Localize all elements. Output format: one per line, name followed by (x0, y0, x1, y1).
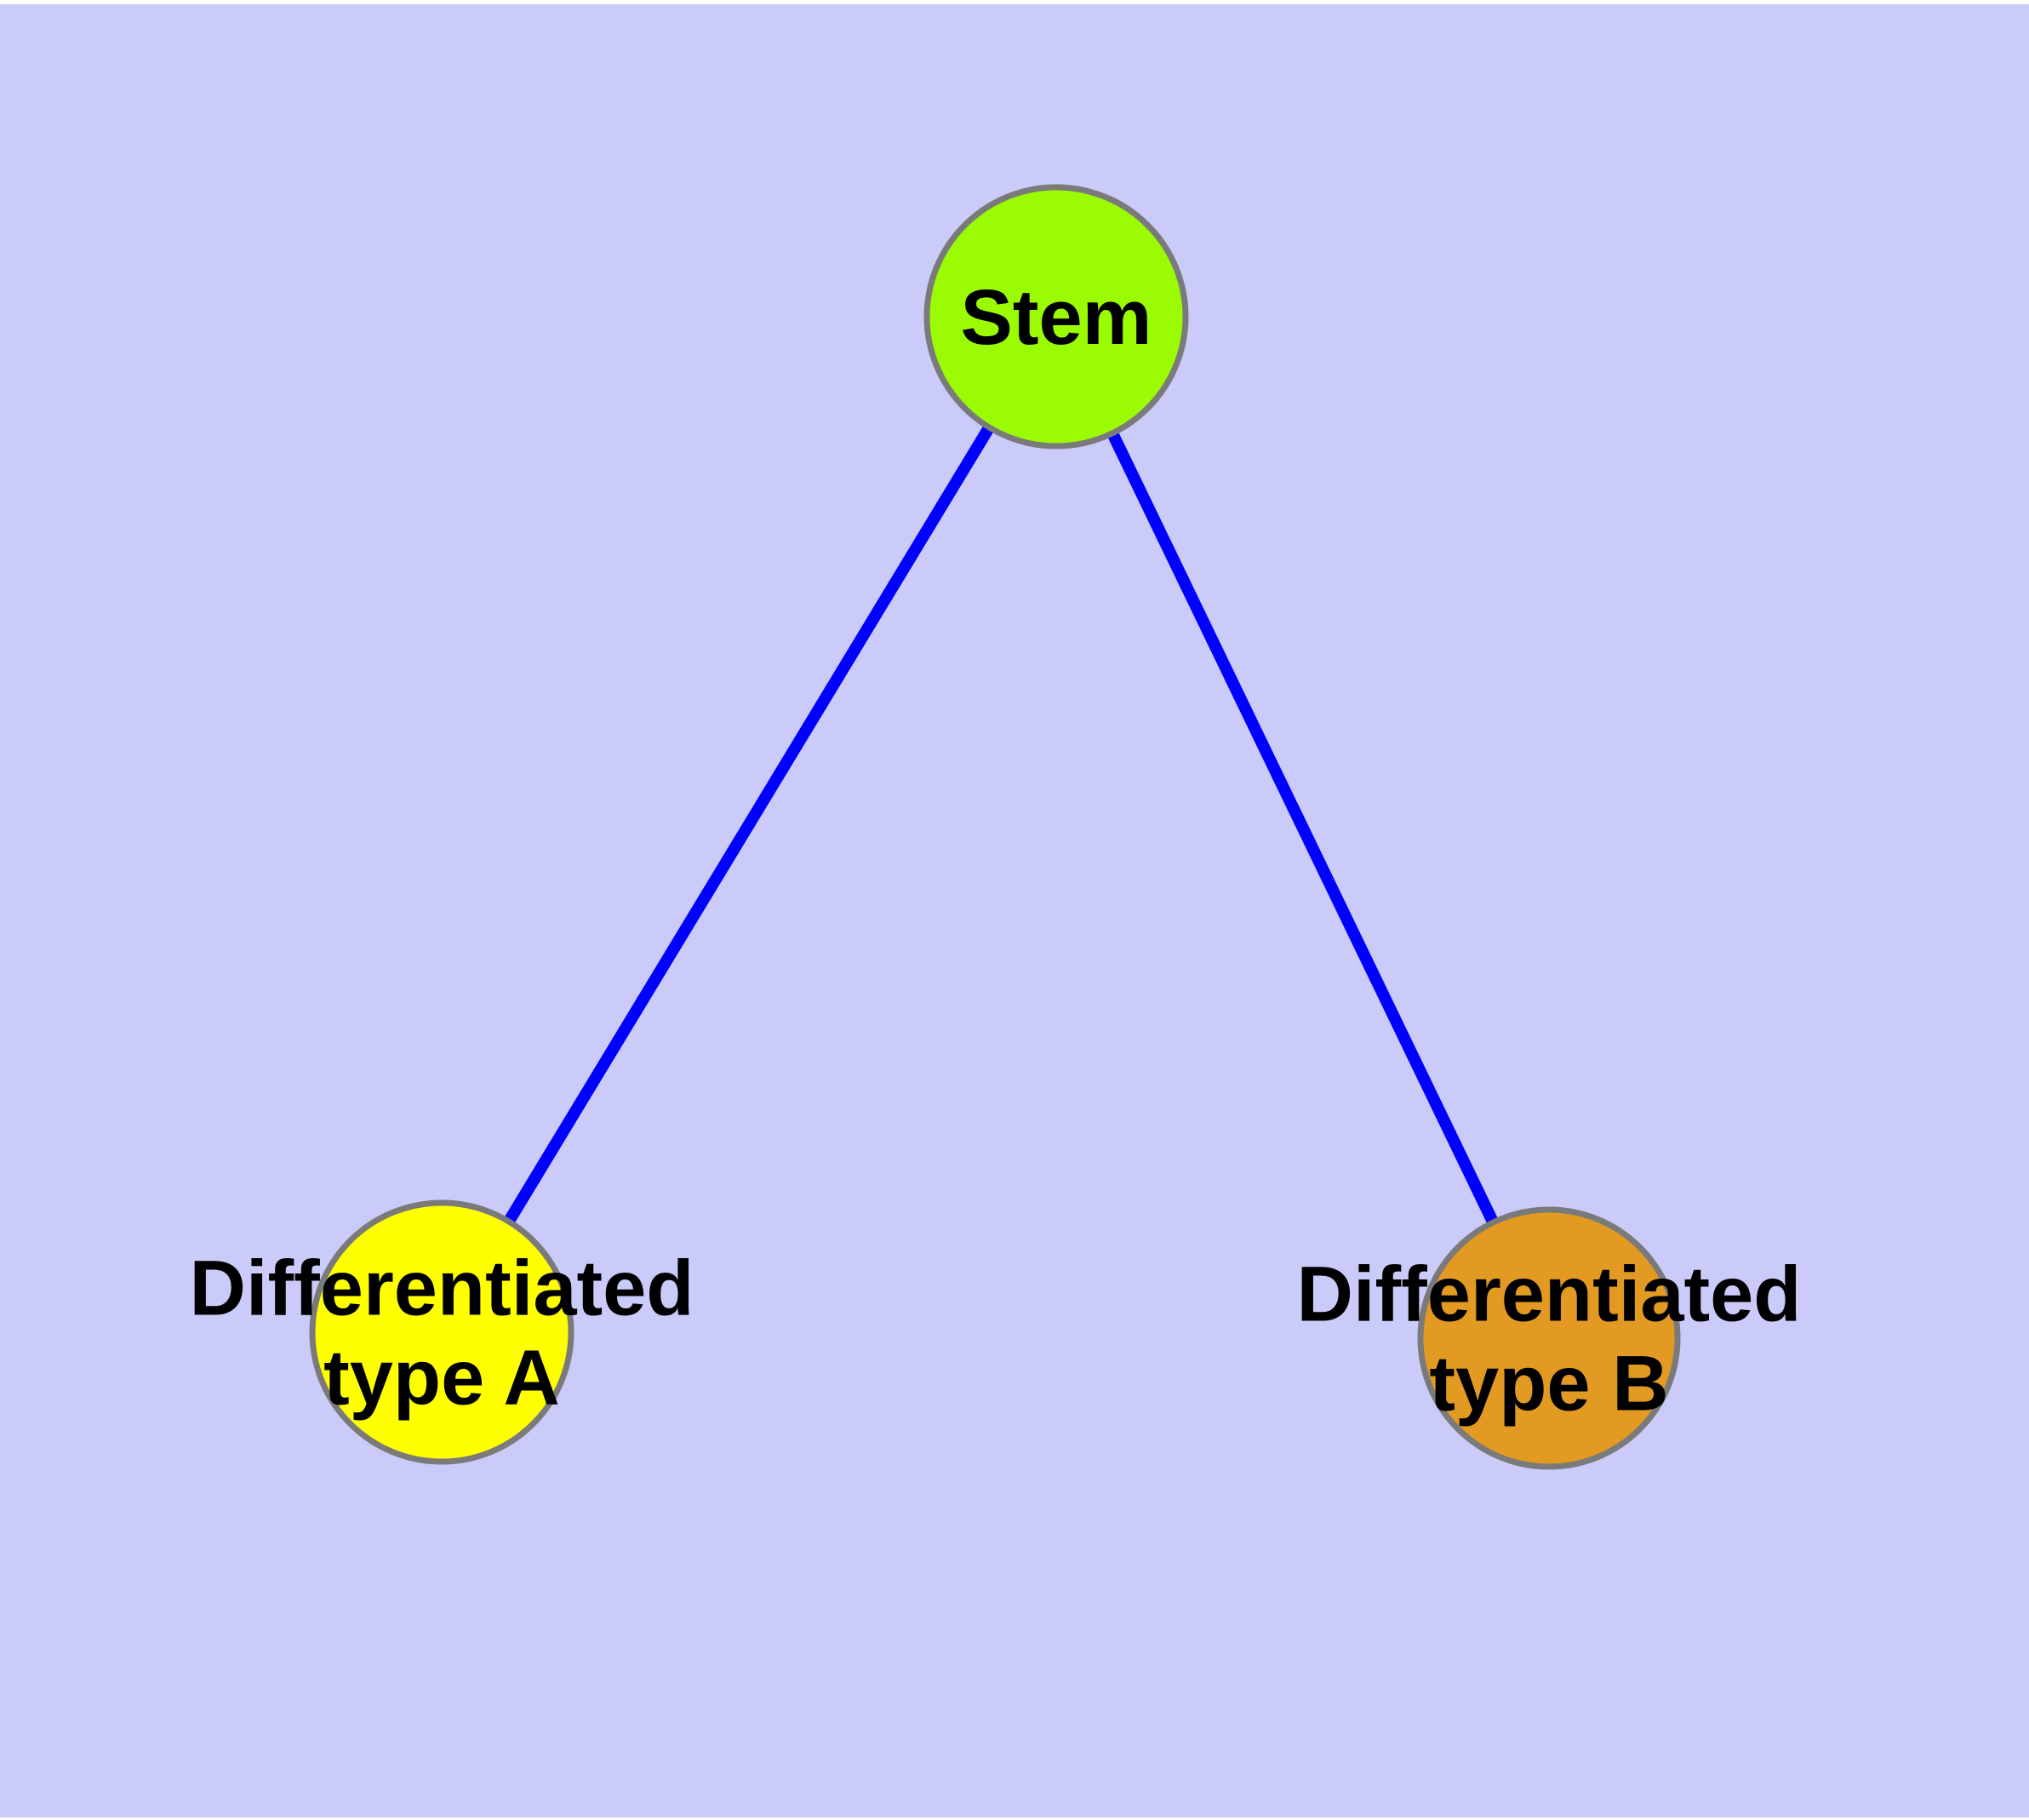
node-differentiated-type-b-label-line: type B (1429, 1341, 1668, 1428)
node-differentiated-type-a-label-line: type A (323, 1335, 560, 1422)
node-stem-circle (923, 184, 1189, 449)
edge-stem-differentiated-type-a (437, 313, 1061, 1336)
node-stem-label-line: Stem (961, 274, 1152, 361)
edges-layer (437, 313, 1555, 1342)
node-differentiated-type-a-label-line: Differentiated (190, 1245, 694, 1332)
node-differentiated-type-b-label-line: Differentiated (1297, 1251, 1802, 1338)
node-stem-label: Stem (961, 274, 1152, 361)
node-differentiated-type-a-circle (309, 1199, 574, 1465)
edge-stem-differentiated-type-b (1050, 313, 1555, 1342)
node-stem: Stem (923, 184, 1189, 449)
node-differentiated-type-b-circle (1417, 1206, 1681, 1470)
